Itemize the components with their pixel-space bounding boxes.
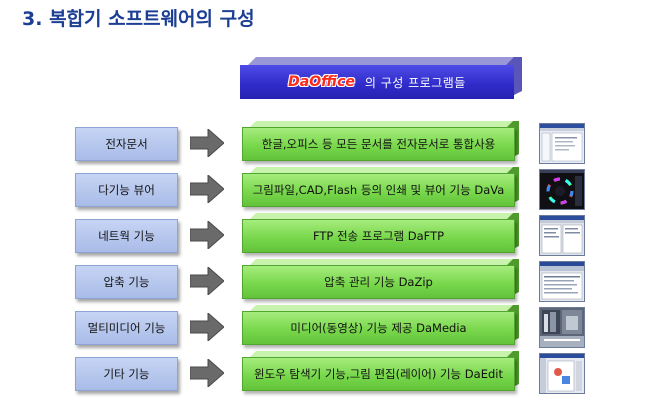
color-wheel-viewer-thumbnail	[539, 169, 585, 210]
arrow-right-icon	[190, 313, 224, 341]
ftp-window-thumbnail	[539, 215, 585, 256]
description-box: 미디어(동영상) 기능 제공 DaMedia	[242, 311, 515, 345]
arrow-right-icon	[190, 129, 224, 157]
description-box-top-face	[250, 305, 513, 311]
description-box-top-face	[250, 259, 513, 265]
arrow-right-icon	[190, 221, 224, 249]
feature-row-network: 네트웍 기능 FTP 전송 프로그램 DaFTP	[0, 213, 660, 256]
image-editor-thumbnail	[539, 353, 585, 394]
description-box: FTP 전송 프로그램 DaFTP	[242, 219, 515, 253]
ftp-window-thumbnail-image	[540, 216, 584, 255]
zip-manager-thumbnail-image	[540, 262, 584, 301]
header-box-front-face: DaOffice 의 구성 프로그램들	[240, 65, 514, 99]
description-box: 한글,오피스 등 모든 문서를 전자문서로 통합사용	[242, 127, 515, 161]
category-box: 멀티미디어 기능	[75, 311, 178, 345]
description-box-top-face	[250, 167, 513, 173]
title-text: 복합기 소프트웨어의 구성	[49, 8, 255, 30]
header-box-top-face	[248, 57, 522, 65]
feature-row-multimedia: 멀티미디어 기능 미디어(동영상) 기능 제공 DaMedia	[0, 305, 660, 348]
description-box-top-face	[250, 121, 513, 127]
feature-row-other: 기타 기능 윈도우 탐색기 기능,그림 편집(레이어) 기능 DaEdit	[0, 351, 660, 394]
document-viewer-thumbnail	[539, 123, 585, 164]
feature-row-electronic-document: 전자문서 한글,오피스 등 모든 문서를 전자문서로 통합사용	[0, 121, 660, 164]
image-editor-thumbnail-image	[540, 354, 584, 393]
category-box: 압축 기능	[75, 265, 178, 299]
description-box-top-face	[250, 213, 513, 219]
arrow-right-icon	[190, 175, 224, 203]
header-brand: DaOffice	[288, 74, 355, 90]
arrow-right-icon	[190, 359, 224, 387]
description-box: 그림파일,CAD,Flash 등의 인쇄 및 뷰어 기능 DaVa	[242, 173, 515, 207]
feature-row-multi-viewer: 다기능 뷰어 그림파일,CAD,Flash 등의 인쇄 및 뷰어 기능 DaVa	[0, 167, 660, 210]
category-box: 다기능 뷰어	[75, 173, 178, 207]
category-box: 네트웍 기능	[75, 219, 178, 253]
color-wheel-viewer-thumbnail-image	[540, 170, 584, 209]
media-player-thumbnail-image	[540, 308, 584, 347]
media-player-thumbnail	[539, 307, 585, 348]
category-box: 기타 기능	[75, 357, 178, 391]
category-box: 전자문서	[75, 127, 178, 161]
title-number: 3.	[22, 8, 43, 30]
header-box: DaOffice 의 구성 프로그램들	[240, 57, 522, 99]
arrow-right-icon	[190, 267, 224, 295]
page-title: 3. 복합기 소프트웨어의 구성	[22, 4, 255, 31]
description-box: 압축 관리 기능 DaZip	[242, 265, 515, 299]
document-viewer-thumbnail-image	[540, 124, 584, 163]
zip-manager-thumbnail	[539, 261, 585, 302]
header-text: 의 구성 프로그램들	[364, 75, 466, 90]
description-box: 윈도우 탐색기 기능,그림 편집(레이어) 기능 DaEdit	[242, 357, 515, 391]
feature-row-compression: 압축 기능 압축 관리 기능 DaZip	[0, 259, 660, 302]
description-box-top-face	[250, 351, 513, 357]
